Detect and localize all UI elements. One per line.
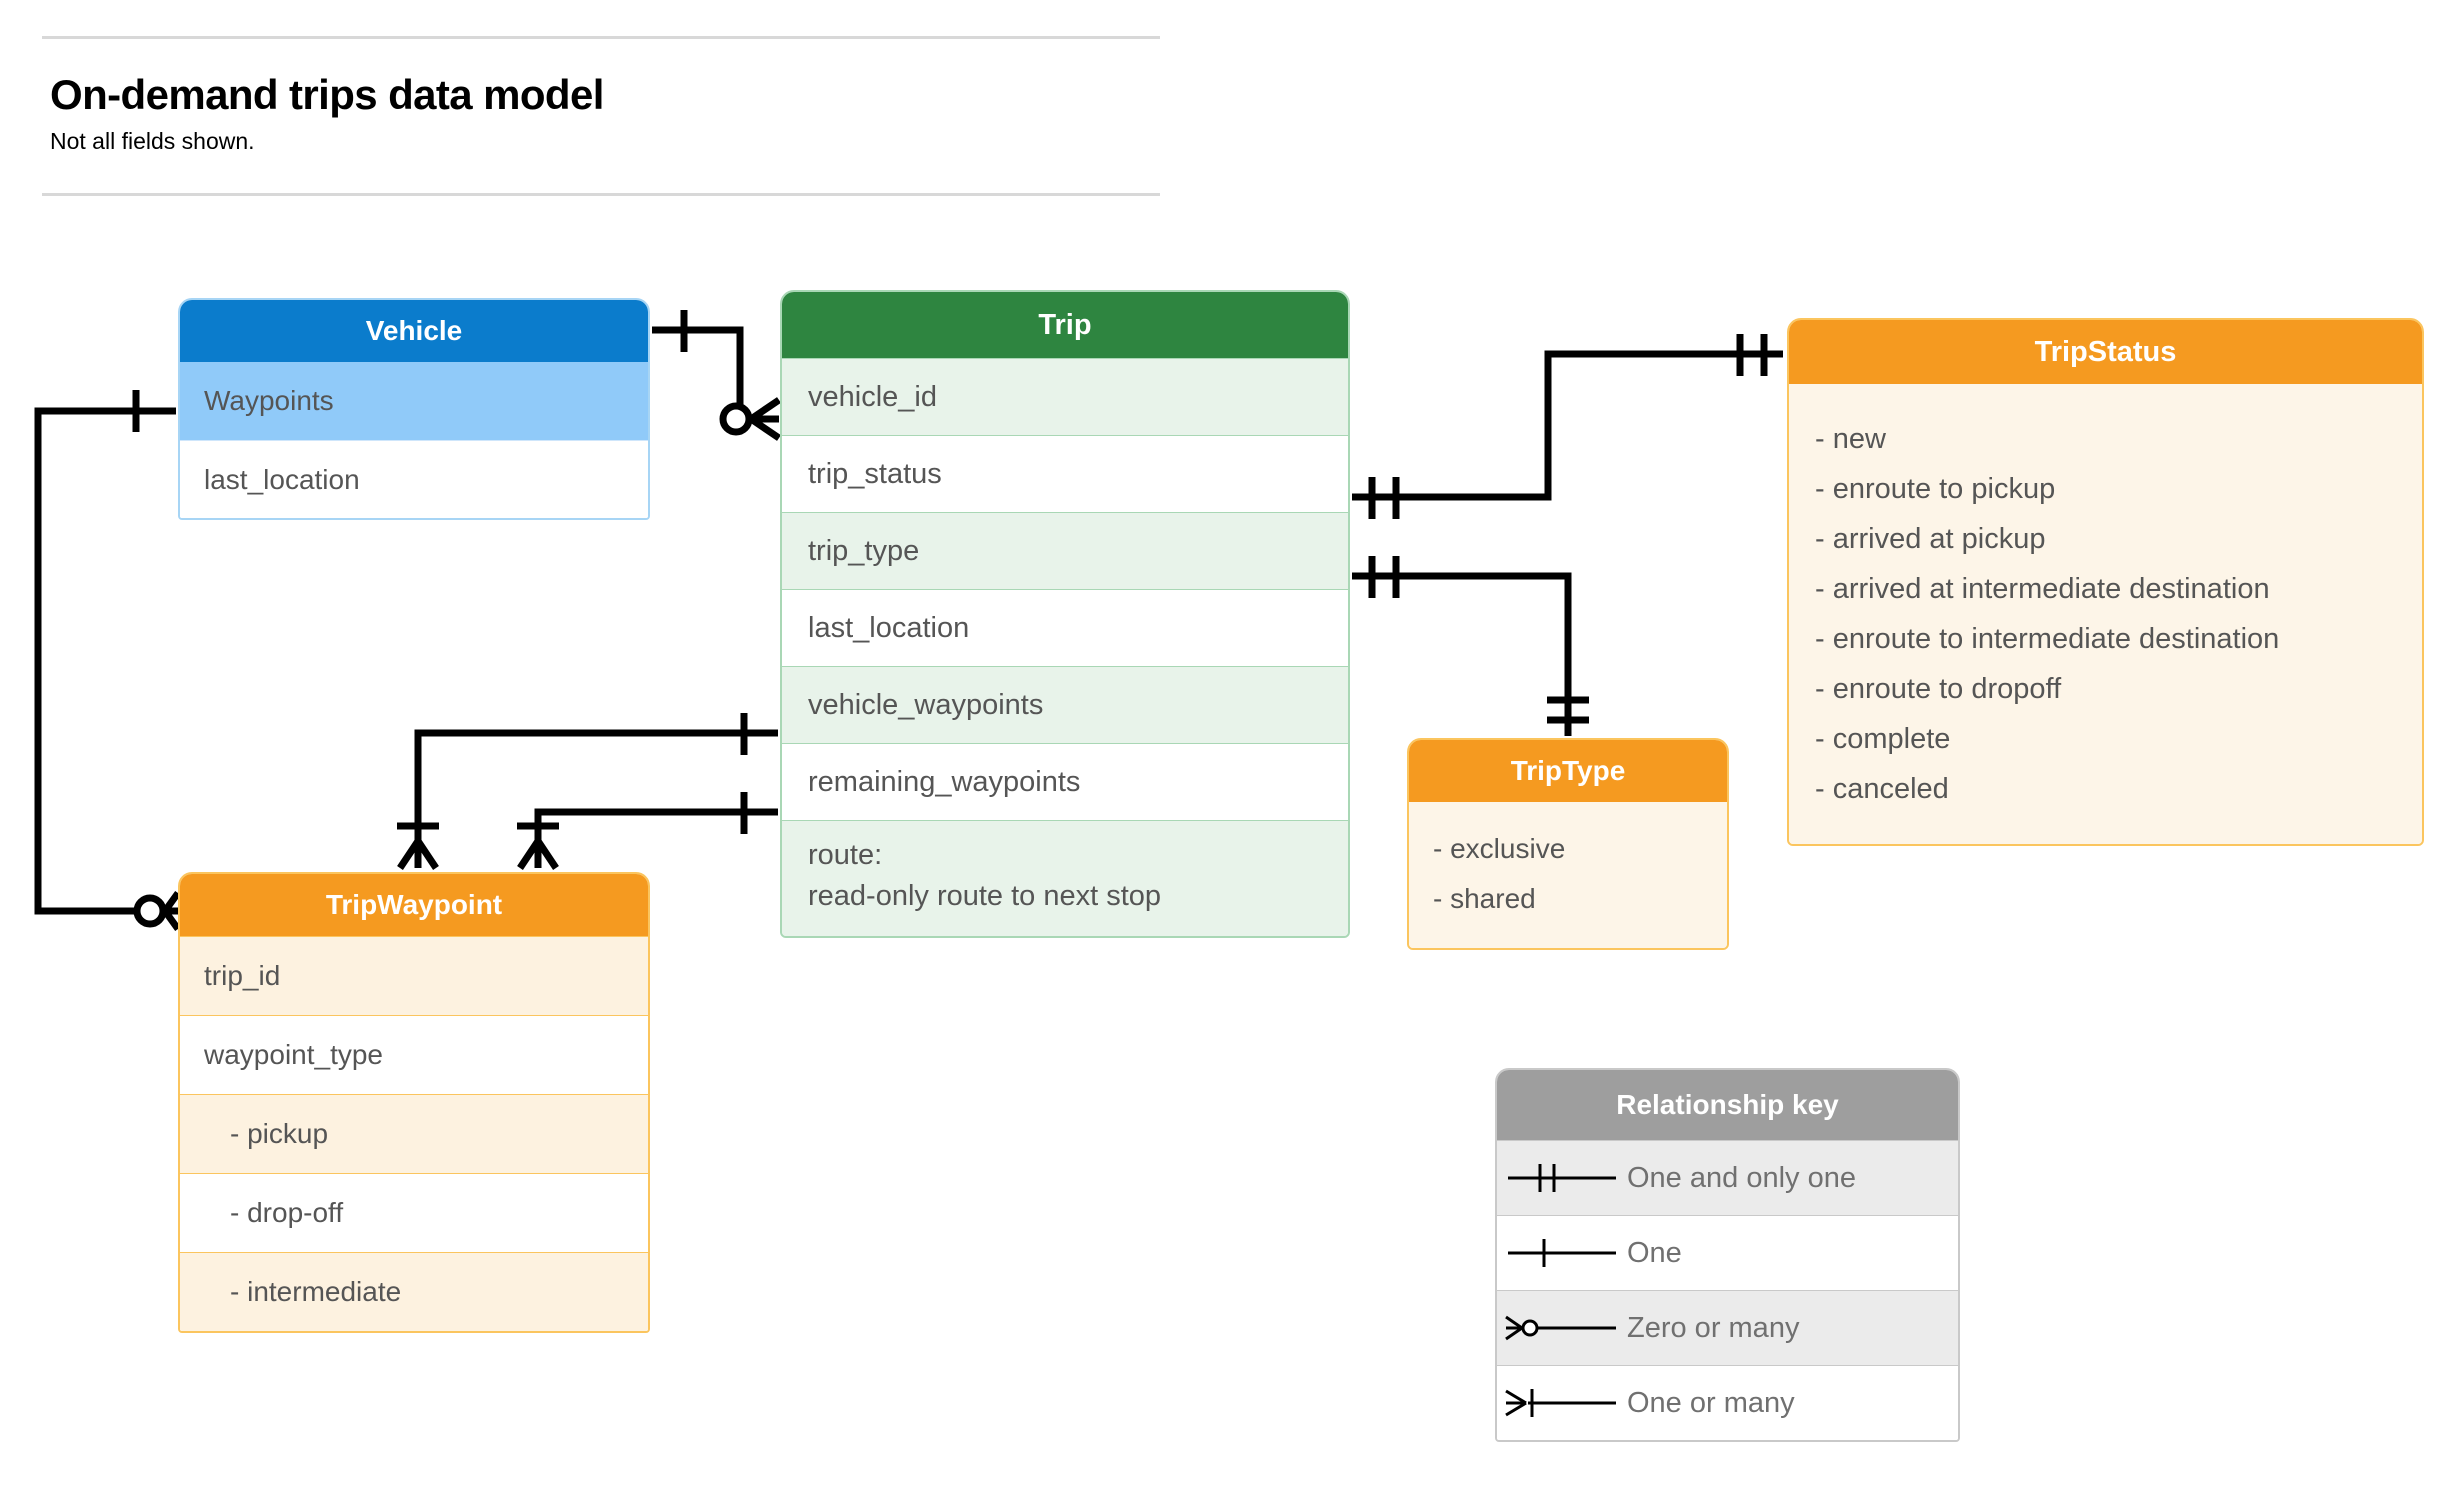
header-rule-bottom xyxy=(42,193,1160,197)
one-or-many-icon xyxy=(1497,1383,1627,1423)
relationship-key-row-zero-or-many: Zero or many xyxy=(1497,1290,1958,1365)
connector-trip-status-to-tripstatus xyxy=(1352,350,1783,501)
entity-vehicle[interactable]: Vehicle Waypoints last_location xyxy=(178,298,650,520)
entity-trip-field-vehicle-id[interactable]: vehicle_id xyxy=(782,358,1348,435)
entity-trip-title: Trip xyxy=(782,292,1348,358)
tripstatus-value-arrived-at-intermediate: - arrived at intermediate destination xyxy=(1815,573,2270,605)
entity-tripwaypoint-field-trip-id[interactable]: trip_id xyxy=(180,936,648,1015)
connector-vehicle-to-trip xyxy=(652,326,772,423)
one-and-only-one-icon xyxy=(1497,1158,1627,1198)
entity-triptype-title: TripType xyxy=(1409,740,1727,802)
entity-tripwaypoint-title: TripWaypoint xyxy=(180,874,648,936)
document-header: On-demand trips data model Not all field… xyxy=(0,0,1165,197)
header-rule-top xyxy=(42,36,1160,39)
entity-trip-field-route-description: read-only route to next stop xyxy=(808,879,1162,912)
entity-triptype[interactable]: TripType - exclusive - shared xyxy=(1407,738,1729,950)
connector-remaining-waypoints-to-tripwaypoint xyxy=(534,808,778,866)
connector-vehicle-waypoints-row-to-tripwaypoint xyxy=(414,729,778,866)
entity-triptype-values: - exclusive - shared xyxy=(1409,802,1727,948)
entity-trip-field-route-label: route: xyxy=(808,839,883,871)
zero-or-many-icon xyxy=(1497,1308,1627,1348)
relationship-key-row-one-and-only-one: One and only one xyxy=(1497,1140,1958,1215)
triptype-value-shared: - shared xyxy=(1433,883,1536,914)
entity-tripstatus[interactable]: TripStatus - new - enroute to pickup - a… xyxy=(1787,318,2424,846)
entity-vehicle-field-last-location[interactable]: last_location xyxy=(180,440,648,518)
entity-tripwaypoint-value-drop-off: - drop-off xyxy=(180,1173,648,1252)
relationship-key-label-one: One xyxy=(1627,1236,1682,1269)
connector-vehicle-waypoints-to-tripwaypoint xyxy=(34,407,176,915)
relationship-key-label-one-and-only-one: One and only one xyxy=(1627,1161,1856,1194)
entity-trip-field-route[interactable]: route: read-only route to next stop xyxy=(782,820,1348,937)
tripstatus-value-arrived-at-pickup: - arrived at pickup xyxy=(1815,523,2046,555)
entity-trip[interactable]: Trip vehicle_id trip_status trip_type la… xyxy=(780,290,1350,939)
entity-vehicle-field-waypoints[interactable]: Waypoints xyxy=(180,362,648,440)
relationship-key-row-one-or-many: One or many xyxy=(1497,1365,1958,1440)
entity-trip-field-remaining-waypoints[interactable]: remaining_waypoints xyxy=(782,743,1348,820)
connector-trip-type-to-triptype xyxy=(1352,572,1572,736)
entity-vehicle-title: Vehicle xyxy=(180,300,648,362)
page-subtitle: Not all fields shown. xyxy=(50,127,255,154)
entity-tripwaypoint[interactable]: TripWaypoint trip_id waypoint_type - pic… xyxy=(178,872,650,1333)
page-title: On-demand trips data model xyxy=(50,71,604,118)
tripstatus-value-new: - new xyxy=(1815,423,1886,455)
entity-tripstatus-values: - new - enroute to pickup - arrived at p… xyxy=(1789,384,2422,844)
tripstatus-value-enroute-to-intermediate: - enroute to intermediate destination xyxy=(1815,623,2280,655)
relationship-key-row-one: One xyxy=(1497,1215,1958,1290)
entity-tripstatus-title: TripStatus xyxy=(1789,320,2422,384)
tripstatus-value-enroute-to-dropoff: - enroute to dropoff xyxy=(1815,673,2062,705)
tripstatus-value-canceled: - canceled xyxy=(1815,773,1949,805)
entity-trip-field-vehicle-waypoints[interactable]: vehicle_waypoints xyxy=(782,666,1348,743)
entity-trip-field-last-location[interactable]: last_location xyxy=(782,589,1348,666)
tripstatus-value-complete: - complete xyxy=(1815,723,1951,755)
relationship-key-title: Relationship key xyxy=(1497,1070,1958,1140)
entity-trip-field-trip-status[interactable]: trip_status xyxy=(782,435,1348,512)
entity-trip-field-trip-type[interactable]: trip_type xyxy=(782,512,1348,589)
entity-tripwaypoint-value-pickup: - pickup xyxy=(180,1094,648,1173)
tripstatus-value-enroute-to-pickup: - enroute to pickup xyxy=(1815,473,2056,505)
one-icon xyxy=(1497,1233,1627,1273)
entity-tripwaypoint-value-intermediate: - intermediate xyxy=(180,1252,648,1331)
relationship-key-legend: Relationship key One and only one One xyxy=(1495,1068,1960,1442)
entity-tripwaypoint-field-waypoint-type[interactable]: waypoint_type xyxy=(180,1015,648,1094)
relationship-key-label-zero-or-many: Zero or many xyxy=(1627,1311,1800,1344)
triptype-value-exclusive: - exclusive xyxy=(1433,833,1566,864)
relationship-key-label-one-or-many: One or many xyxy=(1627,1386,1795,1419)
